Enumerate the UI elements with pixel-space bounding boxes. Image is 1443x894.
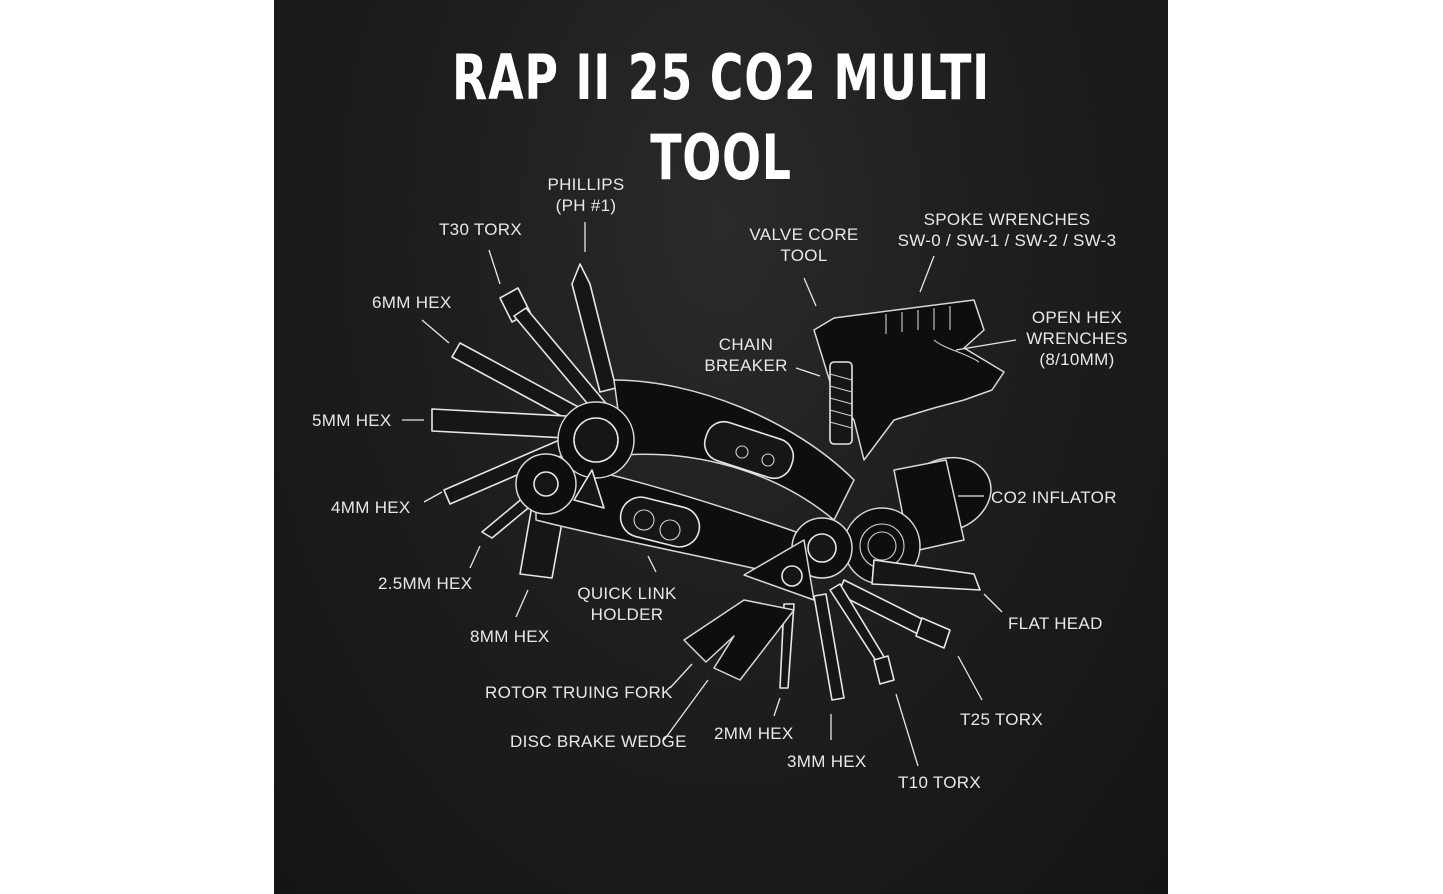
- multi-tool-illustration: [402, 222, 1017, 767]
- label-2-5mm-hex: 2.5MM HEX: [378, 574, 473, 593]
- logo-plate-left: [573, 469, 605, 509]
- diagram-panel: RAP II 25 CO2 MULTI TOOL PHILLIPS(PH #1)…: [274, 0, 1168, 894]
- label-8mm-hex: 8MM HEX: [470, 627, 550, 646]
- label-5mm-hex: 5MM HEX: [312, 411, 392, 430]
- t10-torx-tip: [873, 655, 895, 685]
- right-bit-fan: [683, 559, 981, 701]
- flat-head-bit: [871, 559, 981, 591]
- label-2mm-hex: 2MM HEX: [714, 724, 794, 743]
- upper-body-slot: [703, 420, 795, 480]
- label-4mm-hex: 4MM HEX: [331, 498, 411, 517]
- page-title: RAP II 25 CO2 MULTI TOOL: [452, 41, 990, 194]
- t25-torx-tip: [915, 617, 951, 649]
- leader-lines: [402, 222, 1017, 767]
- hex-3mm-bit: [813, 593, 845, 701]
- quick-link-slot: [619, 496, 701, 548]
- label-co2-inflator: CO2 INFLATOR: [991, 488, 1117, 507]
- label-t10-torx: T10 TORX: [898, 773, 982, 792]
- rotor-truing-fork: [683, 599, 795, 681]
- label-rotor-truing-fork: ROTOR TRUING FORK: [485, 683, 673, 702]
- label-3mm-hex: 3MM HEX: [787, 752, 867, 771]
- chain-breaker-head: [813, 299, 1005, 461]
- label-disc-brake-wedge: DISC BRAKE WEDGE: [510, 732, 687, 751]
- label-t25-torx: T25 TORX: [960, 710, 1044, 729]
- hex-2mm-bit: [779, 603, 795, 689]
- label-phillips: PHILLIPS(PH #1): [547, 175, 625, 215]
- label-6mm-hex: 6MM HEX: [372, 293, 452, 312]
- label-flat-head: FLAT HEAD: [1008, 614, 1103, 633]
- phillips-bit: [571, 263, 617, 393]
- label-t30-torx: T30 TORX: [439, 220, 523, 239]
